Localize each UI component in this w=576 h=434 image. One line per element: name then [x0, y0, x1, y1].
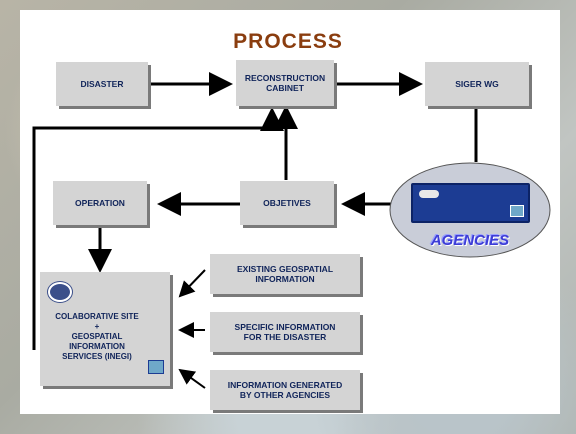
- node-reconstruction-cabinet: RECONSTRUCTION CABINET: [236, 60, 334, 106]
- node-information-generated: INFORMATION GENERATED BY OTHER AGENCIES: [210, 370, 360, 410]
- node-operation: OPERATION: [53, 181, 147, 225]
- node-disaster-label: DISASTER: [80, 78, 124, 89]
- arrow-existing-collab: [178, 269, 206, 298]
- node-siger-label: SIGER WG: [455, 78, 499, 89]
- node-reconstruction-label: RECONSTRUCTION CABINET: [244, 72, 326, 93]
- node-generated-label: INFORMATION GENERATED BY OTHER AGENCIES: [227, 379, 343, 400]
- node-disaster: DISASTER: [56, 62, 148, 106]
- node-specific-label: SPECIFIC INFORMATION FOR THE DISASTER: [234, 321, 336, 342]
- node-collaborative-site: COLABORATIVE SITE + GEOSPATIAL INFORMATI…: [40, 272, 170, 386]
- node-existing-geospatial: EXISTING GEOSPATIAL INFORMATION: [210, 254, 360, 294]
- agencies-window-icon: [411, 183, 530, 223]
- node-objetives: OBJETIVES: [240, 181, 334, 225]
- page-title: PROCESS: [233, 30, 343, 53]
- inegi-logo-icon: [48, 282, 72, 302]
- node-operation-label: OPERATION: [75, 197, 125, 208]
- window-small-icon: [148, 360, 164, 374]
- node-objetives-label: OBJETIVES: [263, 197, 311, 208]
- arrow-generated-collab: [178, 368, 206, 389]
- node-specific-information: SPECIFIC INFORMATION FOR THE DISASTER: [210, 312, 360, 352]
- node-collab-label: COLABORATIVE SITE + GEOSPATIAL INFORMATI…: [55, 312, 139, 361]
- agencies-label: AGENCIES: [430, 232, 510, 249]
- arrow-collab-reconstruction: [32, 107, 284, 350]
- node-existing-label: EXISTING GEOSPATIAL INFORMATION: [236, 263, 334, 284]
- node-siger-wg: SIGER WG: [425, 62, 529, 106]
